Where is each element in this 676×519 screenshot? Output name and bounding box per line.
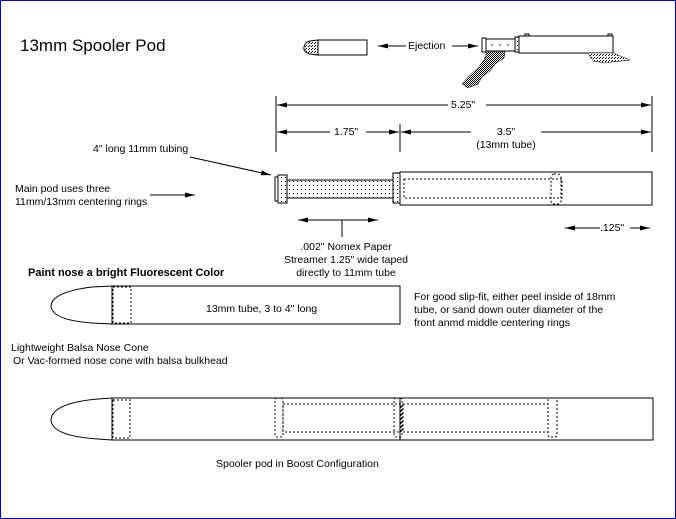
- nose-tube-label: 13mm tube, 3 to 4" long: [206, 303, 318, 315]
- ejection-label: Ejection: [408, 40, 446, 52]
- tubing-annotation: 4" long 11mm tubing: [93, 143, 189, 155]
- paint-nose-note: Paint nose a bright Fluorescent Color: [28, 267, 225, 279]
- ejected-nose: [303, 39, 368, 56]
- slipfit-note-line2: tube, or sand down outer diameter of the: [414, 304, 604, 316]
- rings-annotation-line2: 11mm/13mm centering rings: [15, 196, 148, 208]
- overall-length-label: 5.25": [448, 99, 479, 112]
- dimension-lines: [275, 96, 653, 152]
- streamer-annotation-line3: directly to 11mm tube: [296, 267, 396, 279]
- nose-section-drawing: [50, 285, 401, 325]
- aft-length-note: (13mm tube): [476, 139, 536, 151]
- nose-cone-note-line2: Or Vac-formed nose cone with balsa bulkh…: [13, 355, 228, 367]
- boost-config-drawing: [50, 397, 654, 441]
- streamer-annotation-line2: Streamer 1.25" wide taped: [284, 254, 408, 266]
- rings-annotation-line1: Main pod uses three: [15, 183, 111, 195]
- nose-cone-note-line1: Lightweight Balsa Nose Cone: [11, 342, 149, 354]
- page-title: 13mm Spooler Pod: [20, 36, 166, 55]
- ring-offset-label: .125": [600, 222, 625, 234]
- streamer-annotation-line1: .002" Nomex Paper: [300, 241, 392, 253]
- slipfit-note-line3: front anmd middle centering rings: [414, 317, 570, 329]
- streamer-width-arrows: [298, 217, 378, 237]
- ejected-pod: [461, 33, 631, 89]
- aft-length-label: 3.5": [496, 126, 516, 138]
- boost-config-caption: Spooler pod in Boost Configuration: [216, 458, 379, 470]
- main-pod-drawing: [274, 171, 653, 206]
- tubing-leader: [189, 156, 272, 176]
- slipfit-note-line1: For good slip-fit, either peel inside of…: [414, 291, 616, 303]
- forward-length-label: 1.75": [332, 126, 361, 139]
